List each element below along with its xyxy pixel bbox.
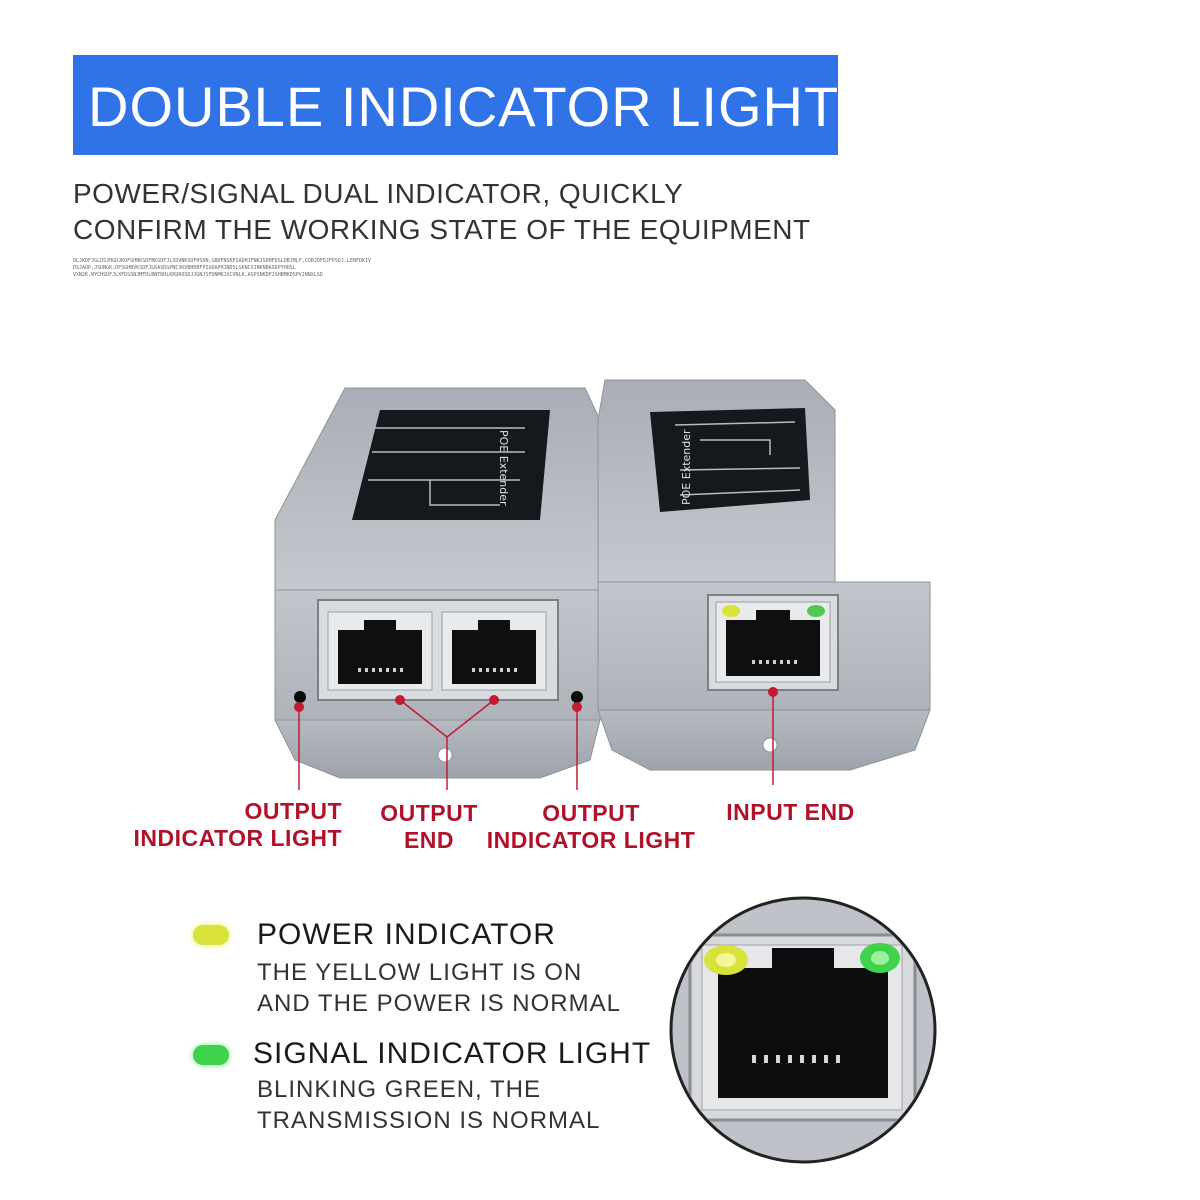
green-indicator-icon [193, 1045, 229, 1065]
zoomed-port-view [669, 896, 937, 1164]
right-device-label-title: POE Extender [680, 429, 693, 505]
right-input-port [726, 620, 820, 676]
power-indicator-desc-line1: THE YELLOW LIGHT IS ON [257, 959, 583, 986]
signal-indicator-desc-line2: TRANSMISSION IS NORMAL [257, 1107, 601, 1134]
right-yellow-led [722, 605, 740, 617]
signal-indicator-title: SIGNAL INDICATOR LIGHT [253, 1037, 652, 1070]
left-device-label-plate [352, 410, 550, 520]
banner-title: DOUBLE INDICATOR LIGHT [88, 75, 840, 138]
callout-lines [294, 687, 778, 790]
callout-output-end-line1: OUTPUT [380, 800, 478, 826]
subtitle-line-2: CONFIRM THE WORKING STATE OF THE EQUIPME… [73, 214, 811, 245]
yellow-indicator-icon [193, 925, 229, 945]
right-device-label-plate [650, 408, 810, 512]
callout-output-indicator-right-line2: INDICATOR LIGHT [486, 827, 696, 853]
left-extender-device: POE Extender [274, 387, 601, 779]
callout-output-end: OUTPUT END [370, 800, 488, 854]
power-indicator-title: POWER INDICATOR [257, 918, 556, 951]
left-port-2 [452, 630, 536, 684]
right-extender-device: POE Extender [597, 379, 931, 771]
subtitle-line-1: POWER/SIGNAL DUAL INDICATOR, QUICKLY [73, 178, 684, 209]
signal-indicator-desc: BLINKING GREEN, THE TRANSMISSION IS NORM… [257, 1074, 600, 1136]
power-indicator-desc-line2: AND THE POWER IS NORMAL [257, 990, 621, 1017]
callout-output-indicator-right-line1: OUTPUT [542, 800, 640, 826]
callout-output-indicator-left-line2: INDICATOR LIGHT [133, 825, 342, 851]
title-banner [73, 55, 838, 155]
left-device-label-title: POE Extender [497, 430, 510, 506]
signal-indicator-desc-line1: BLINKING GREEN, THE [257, 1076, 541, 1103]
fine-print: DLJKDFJGLDSJHGDJKDFGHNKSDFBKSDFJLSDVNKSD… [73, 258, 372, 278]
left-port-1 [338, 630, 422, 684]
callout-output-end-line2: END [403, 827, 455, 853]
left-output-led-1 [294, 691, 306, 703]
left-output-led-2 [571, 691, 583, 703]
callout-output-indicator-left: OUTPUT INDICATOR LIGHT [120, 798, 342, 852]
callout-output-indicator-right: OUTPUT INDICATOR LIGHT [480, 800, 702, 854]
right-green-led [807, 605, 825, 617]
callout-output-indicator-left-line1: OUTPUT [244, 798, 342, 824]
power-indicator-desc: THE YELLOW LIGHT IS ON AND THE POWER IS … [257, 957, 621, 1019]
subtitle: POWER/SIGNAL DUAL INDICATOR, QUICKLY CON… [73, 176, 811, 248]
callout-input-end: INPUT END [726, 799, 855, 825]
